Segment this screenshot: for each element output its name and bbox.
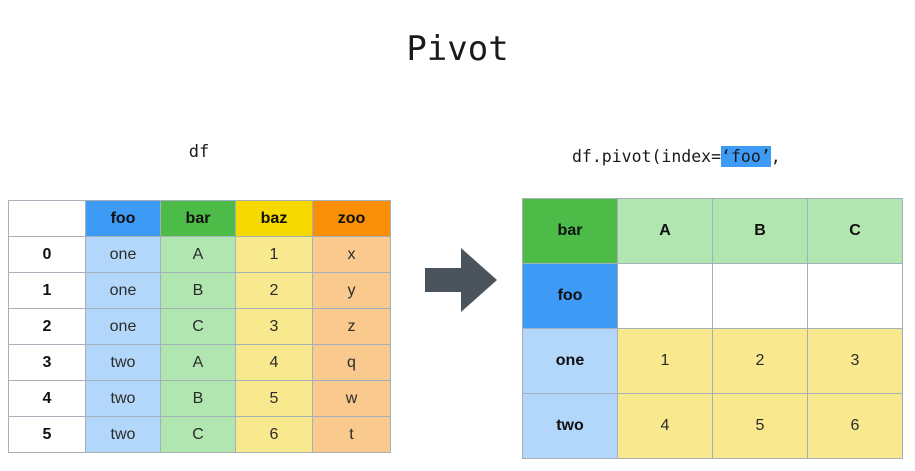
page-title: Pivot [406,29,509,69]
column-header-baz: baz [235,200,313,237]
cell-1-zoo: y [312,272,391,309]
cell-1-baz: 2 [235,272,313,309]
cell-2-zoo: z [312,308,391,345]
pivot-empty-cell-c [807,263,903,329]
pivot-column-header-b: B [712,198,808,264]
pivot-row-index-one: one [522,328,618,394]
pivot-cell-two-c: 6 [807,393,903,459]
table-row: 1 one B 2 y [8,272,391,309]
column-header-zoo: zoo [312,200,391,237]
cell-5-baz: 6 [235,416,313,453]
pivot-cell-two-a: 4 [617,393,713,459]
cell-4-baz: 5 [235,380,313,417]
cell-1-bar: B [160,272,236,309]
pivot-cell-two-b: 5 [712,393,808,459]
right-arrow-icon [425,248,497,312]
pivot-index-header-row: foo [522,263,903,329]
table-row: 3 two A 4 q [8,344,391,381]
pivot-columns-header-row: bar A B C [522,198,903,264]
table-row: 0 one A 1 x [8,236,391,273]
pivot-row-index-two: two [522,393,618,459]
cell-3-foo: two [85,344,161,381]
pivot-empty-cell-a [617,263,713,329]
pivot-index-label: foo [522,263,618,329]
row-index-3: 3 [8,344,86,381]
pivot-column-header-c: C [807,198,903,264]
df-table-caption: df [188,142,210,162]
code-line-1: df.pivot(index=‘foo’, [572,146,791,167]
cell-0-foo: one [85,236,161,273]
cell-5-zoo: t [312,416,391,453]
cell-1-foo: one [85,272,161,309]
cell-4-bar: B [160,380,236,417]
pivoted-dataframe-table: bar A B C foo one 1 2 3 two 4 5 6 [522,198,903,459]
column-header-bar: bar [160,200,236,237]
table-row: 5 two C 6 t [8,416,391,453]
table-row: two 4 5 6 [522,393,903,459]
cell-0-bar: A [160,236,236,273]
cell-2-baz: 3 [235,308,313,345]
table-row: 2 one C 3 z [8,308,391,345]
cell-5-bar: C [160,416,236,453]
code-line-1-suffix: , [770,147,781,166]
cell-4-foo: two [85,380,161,417]
cell-0-zoo: x [312,236,391,273]
cell-5-foo: two [85,416,161,453]
cell-3-baz: 4 [235,344,313,381]
cell-2-bar: C [160,308,236,345]
row-index-2: 2 [8,308,86,345]
pivot-cell-one-c: 3 [807,328,903,394]
pivot-cell-one-b: 2 [712,328,808,394]
cell-3-bar: A [160,344,236,381]
corner-cell [8,200,86,237]
cell-0-baz: 1 [235,236,313,273]
pivot-cell-one-a: 1 [617,328,713,394]
table-header-row: foo bar baz zoo [8,200,391,237]
pivot-column-header-a: A [617,198,713,264]
code-line-1-prefix: df.pivot(index= [572,147,722,166]
table-row: 4 two B 5 w [8,380,391,417]
column-header-foo: foo [85,200,161,237]
pivot-empty-cell-b [712,263,808,329]
code-index-value: ‘foo’ [721,146,771,167]
cell-2-foo: one [85,308,161,345]
row-index-4: 4 [8,380,86,417]
cell-4-zoo: w [312,380,391,417]
row-index-5: 5 [8,416,86,453]
row-index-1: 1 [8,272,86,309]
table-row: one 1 2 3 [522,328,903,394]
row-index-0: 0 [8,236,86,273]
pivot-columns-label: bar [522,198,618,264]
source-dataframe-table: foo bar baz zoo 0 one A 1 x 1 one B 2 y … [8,200,391,453]
cell-3-zoo: q [312,344,391,381]
